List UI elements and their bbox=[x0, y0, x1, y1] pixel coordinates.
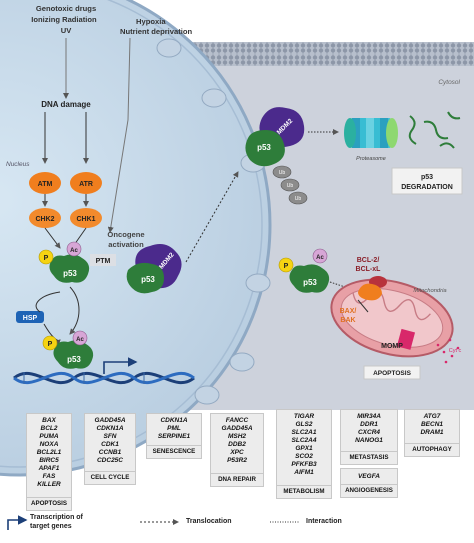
svg-text:activation: activation bbox=[108, 240, 144, 249]
nucleus-label: Nucleus bbox=[6, 161, 30, 168]
nuclear-pores bbox=[156, 38, 271, 405]
cyt-c-label: Cyt c bbox=[449, 348, 462, 354]
svg-text:APOPTOSIS: APOPTOSIS bbox=[373, 370, 411, 377]
svg-text:Ub: Ub bbox=[295, 196, 302, 202]
gene-box-angiogenesis: VEGFA ANGIOGENESIS bbox=[340, 468, 398, 498]
proteasome: Proteasome bbox=[344, 118, 398, 162]
legend-interaction: Interaction bbox=[306, 518, 342, 525]
caption-senescence: SENESCENCE bbox=[147, 445, 201, 456]
svg-text:Genotoxic drugs: Genotoxic drugs bbox=[36, 4, 96, 13]
svg-text:Hypoxia: Hypoxia bbox=[136, 17, 166, 26]
ubiquitin-chain: Ub Ub Ub bbox=[272, 165, 308, 205]
ptm-tag: PTM bbox=[90, 254, 116, 266]
svg-text:P: P bbox=[284, 263, 289, 270]
caption-autophagy: AUTOPHAGY bbox=[405, 443, 459, 454]
caption-apoptosis: APOPTOSIS bbox=[27, 497, 71, 508]
svg-text:p53: p53 bbox=[303, 278, 317, 287]
legend-transcription: Transcription of target genes bbox=[30, 514, 83, 530]
caption-angiogenesis: ANGIOGENESIS bbox=[341, 484, 397, 495]
dna-damage-label: DNA damage bbox=[41, 100, 91, 109]
svg-text:Ac: Ac bbox=[316, 255, 324, 261]
svg-text:Ub: Ub bbox=[287, 183, 294, 189]
svg-text:BCL-xL: BCL-xL bbox=[356, 266, 382, 273]
caption-metastasis: METASTASIS bbox=[341, 451, 397, 462]
svg-text:CHK2: CHK2 bbox=[35, 216, 54, 223]
chk2-node: CHK2 bbox=[29, 208, 61, 228]
svg-text:Ionizing Radiation: Ionizing Radiation bbox=[31, 15, 97, 24]
hsp-node: HSP bbox=[16, 311, 44, 323]
bcl2-protein: BCL-2/ BCL-xL bbox=[356, 257, 387, 301]
svg-text:HSP: HSP bbox=[23, 315, 38, 322]
svg-text:p53: p53 bbox=[67, 355, 81, 364]
p53-mdm2-complex-export: p53 MDM2 bbox=[126, 244, 182, 294]
caption-dna-repair: DNA REPAIR bbox=[211, 473, 263, 484]
cytosol-label: Cytosol bbox=[438, 79, 460, 86]
svg-text:UV: UV bbox=[61, 26, 72, 35]
mitochondrion: Mitochondria bbox=[330, 278, 454, 358]
svg-text:BAK: BAK bbox=[340, 317, 355, 324]
atr-node: ATR bbox=[70, 172, 102, 194]
bax-bak-label: BAX/ BAK bbox=[340, 308, 357, 324]
transcription-arrow bbox=[103, 357, 138, 374]
caption-metabolism: METABOLISM bbox=[277, 485, 331, 496]
peptide-fragments bbox=[408, 111, 461, 149]
p53-degradation-box: p53 DEGRADATION bbox=[391, 167, 463, 195]
atm-node: ATM bbox=[29, 172, 61, 194]
momp-label: MOMP bbox=[381, 343, 403, 350]
svg-text:ATM: ATM bbox=[38, 181, 53, 188]
metabolic-stimuli: Hypoxia Nutrient deprivation bbox=[120, 17, 193, 36]
p53-cytosolic: p53 P Ac bbox=[278, 248, 330, 293]
p53-dna-bound: p53 P Ac bbox=[42, 330, 94, 369]
svg-text:Ub: Ub bbox=[279, 170, 286, 176]
svg-text:p53: p53 bbox=[421, 174, 433, 181]
svg-text:p53: p53 bbox=[257, 143, 271, 152]
svg-text:PTM: PTM bbox=[96, 258, 111, 265]
svg-text:Mitochondria: Mitochondria bbox=[413, 288, 447, 294]
legend-translocation: Translocation bbox=[186, 518, 232, 525]
svg-text:P: P bbox=[44, 255, 49, 262]
svg-text:Ac: Ac bbox=[76, 337, 84, 343]
svg-text:DEGRADATION: DEGRADATION bbox=[401, 184, 453, 191]
nuclear-envelope-inner bbox=[0, 0, 263, 468]
svg-text:Nutrient deprivation: Nutrient deprivation bbox=[120, 27, 193, 36]
svg-text:p53: p53 bbox=[63, 269, 77, 278]
svg-text:ATR: ATR bbox=[79, 181, 93, 188]
svg-text:P: P bbox=[48, 341, 53, 348]
p53-modified: p53 P Ac bbox=[38, 241, 90, 283]
chk1-node: CHK1 bbox=[70, 208, 102, 228]
oncogene-activation-label: Oncogene activation bbox=[107, 230, 144, 249]
svg-text:BCL-2/: BCL-2/ bbox=[357, 257, 380, 264]
gene-list: VEGFA bbox=[357, 473, 381, 480]
p53-mdm2-ubiquitin-complex: p53 MDM2 bbox=[245, 107, 305, 167]
genotoxic-stimuli: Genotoxic drugs Ionizing Radiation UV bbox=[31, 4, 97, 35]
svg-text:Ac: Ac bbox=[70, 248, 78, 254]
cytochrome-c-dots bbox=[436, 338, 460, 364]
caption-cell-cycle: CELL CYCLE bbox=[85, 471, 135, 482]
svg-text:Proteasome: Proteasome bbox=[356, 156, 386, 162]
svg-text:p53: p53 bbox=[141, 275, 155, 284]
apoptosis-mito-box: APOPTOSIS bbox=[363, 365, 421, 380]
svg-text:Oncogene: Oncogene bbox=[107, 230, 144, 239]
svg-text:CHK1: CHK1 bbox=[76, 216, 95, 223]
legend-transcription-arrow bbox=[7, 515, 28, 530]
svg-text:BAX/: BAX/ bbox=[340, 308, 357, 315]
